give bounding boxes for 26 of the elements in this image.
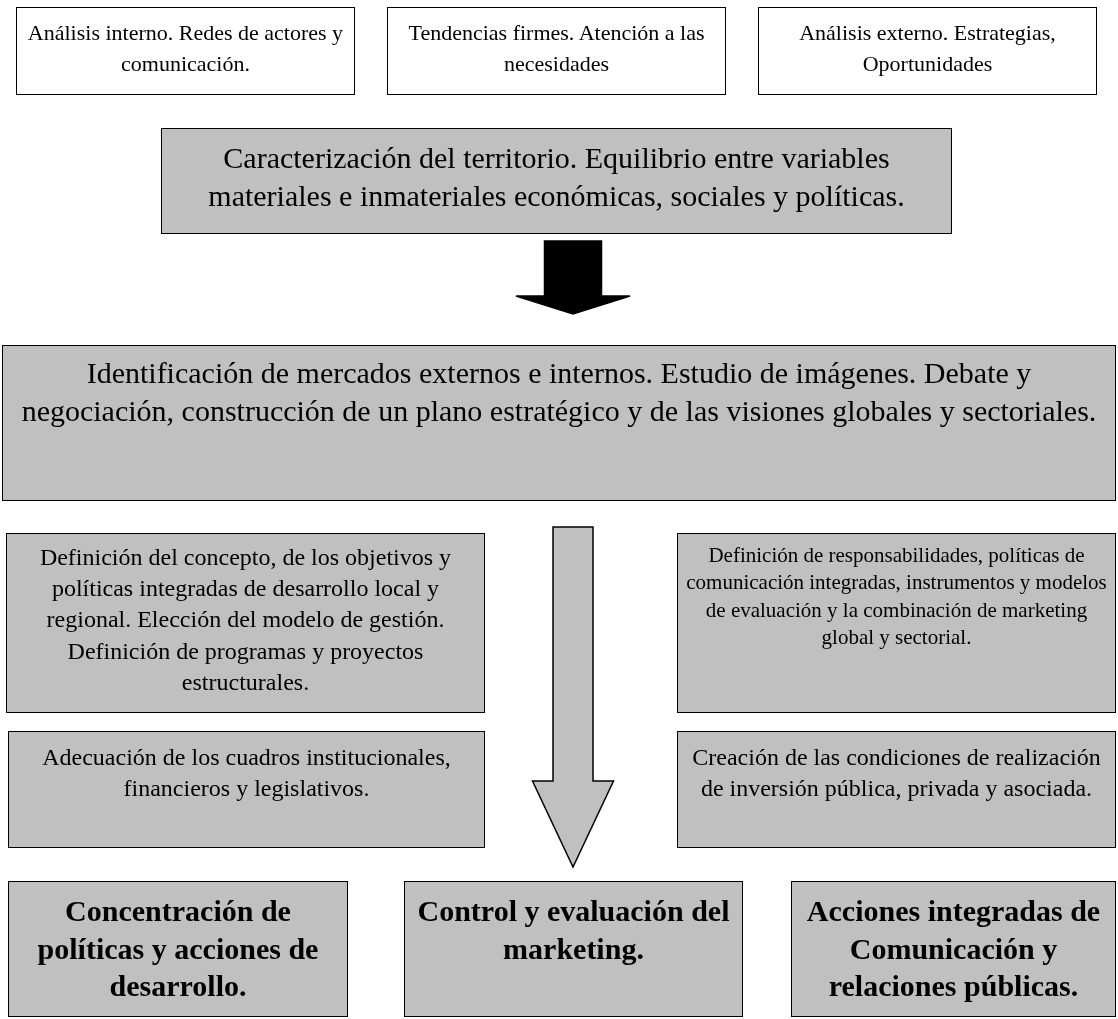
box-text: Acciones integradas de Comunicación y relaciones públicas. (805, 893, 1102, 1004)
box-text: Análisis interno. Redes de actores y comunicación. (26, 19, 345, 78)
text-box (6, 533, 485, 713)
box-text: Adecuación de los cuadros institucionales, financieros y legislativos. (41, 743, 452, 804)
box-text: Control y evaluación del marketing. (416, 893, 731, 967)
text-box (677, 731, 1116, 848)
box-text: Definición del concepto, de los objetivos y políticas integradas de desarrollo local y regional. Elección del modelo de gestión. Definición de programas y proyectos estructurales. (38, 543, 453, 697)
box-text: Análisis externo. Estrategias, Oportunidades (798, 19, 1057, 78)
box-text: Caracterización del territorio. Equilibrio entre variables materiales e inmateriales económicas, sociales y políticas. (207, 140, 906, 214)
box-text: Creación de las condiciones de realización de inversión pública, privada y asociada. (691, 743, 1102, 804)
text-box (16, 7, 355, 95)
block-arrow (531, 526, 615, 869)
text-box (404, 881, 743, 1017)
text-box (2, 345, 1116, 501)
text-box (161, 128, 952, 234)
text-box (8, 731, 485, 848)
text-box (791, 881, 1116, 1017)
text-box (387, 7, 726, 95)
box-text: Identificación de mercados externos e internos. Estudio de imágenes. Debate y negociación, construcción de un plano estratégico y de las visiones globales y sectoriales. (20, 355, 1098, 429)
box-text: Concentración de políticas y acciones de desarrollo. (36, 893, 320, 1004)
box-text: Tendencias firmes. Atención a las necesidades (407, 19, 706, 78)
box-text: Definición de responsabilidades, políticas de comunicación integradas, instrumentos y modelos de evaluación y la combinación de marketing global y sectorial. (685, 542, 1108, 651)
text-box (8, 881, 348, 1017)
block-arrow (515, 240, 631, 315)
text-box (758, 7, 1097, 95)
text-box (677, 533, 1116, 713)
